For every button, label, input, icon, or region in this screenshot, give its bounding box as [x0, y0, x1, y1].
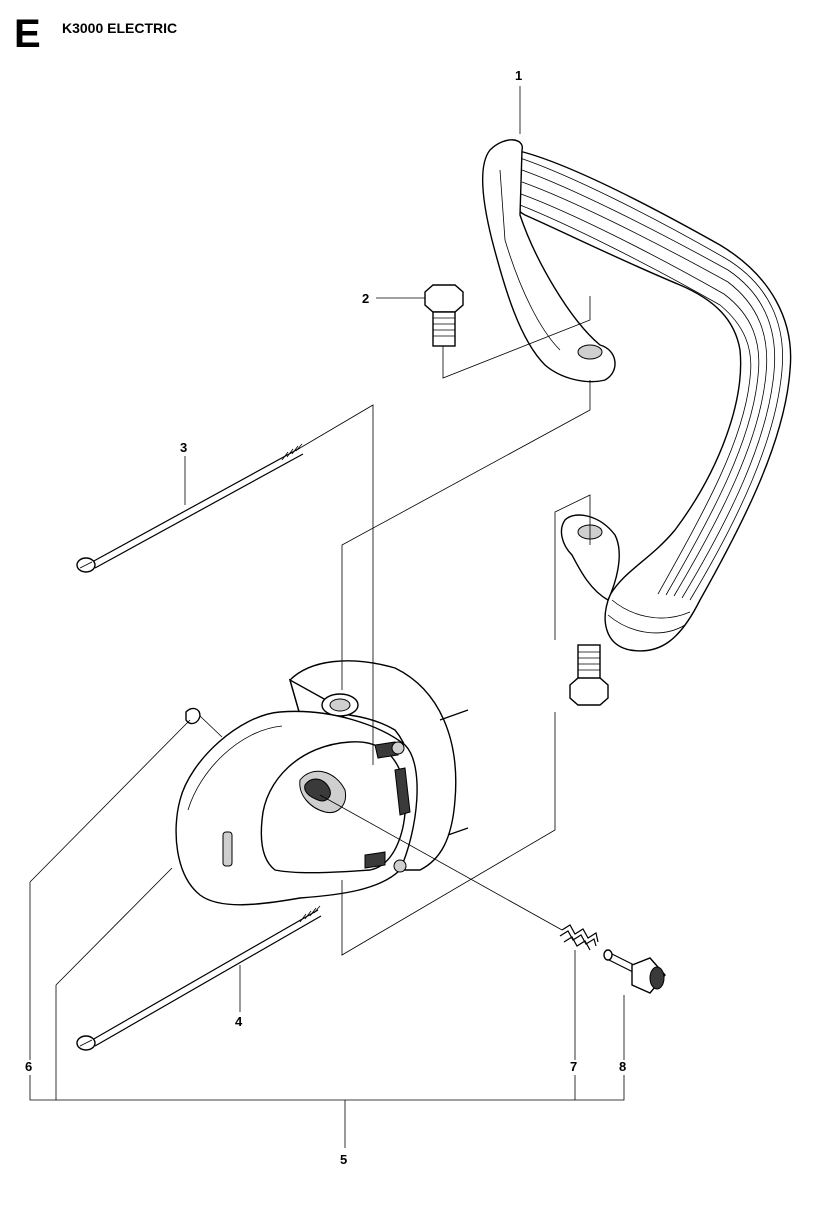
long-screw-upper-part — [76, 443, 304, 573]
callout-2: 2 — [362, 291, 369, 306]
rear-handle-housing-part — [175, 660, 469, 906]
model-title: K3000 ELECTRIC — [62, 20, 178, 36]
clip-part — [185, 707, 223, 738]
callout-1: 1 — [515, 68, 522, 83]
hex-screw-top-part — [424, 284, 464, 347]
hex-screw-lower-part — [569, 644, 609, 706]
long-screw-lower-part — [76, 905, 322, 1051]
spring-part — [559, 924, 599, 951]
callout-5: 5 — [340, 1152, 347, 1167]
callout-4: 4 — [235, 1014, 243, 1029]
callout-7: 7 — [570, 1059, 577, 1074]
callout-6: 6 — [25, 1059, 32, 1074]
callout-8: 8 — [619, 1059, 626, 1074]
handle-bar-part — [481, 139, 792, 652]
section-letter: E — [14, 12, 41, 56]
callout-3: 3 — [180, 440, 187, 455]
pin-part — [603, 949, 666, 994]
assembly-lines — [29, 86, 625, 1148]
